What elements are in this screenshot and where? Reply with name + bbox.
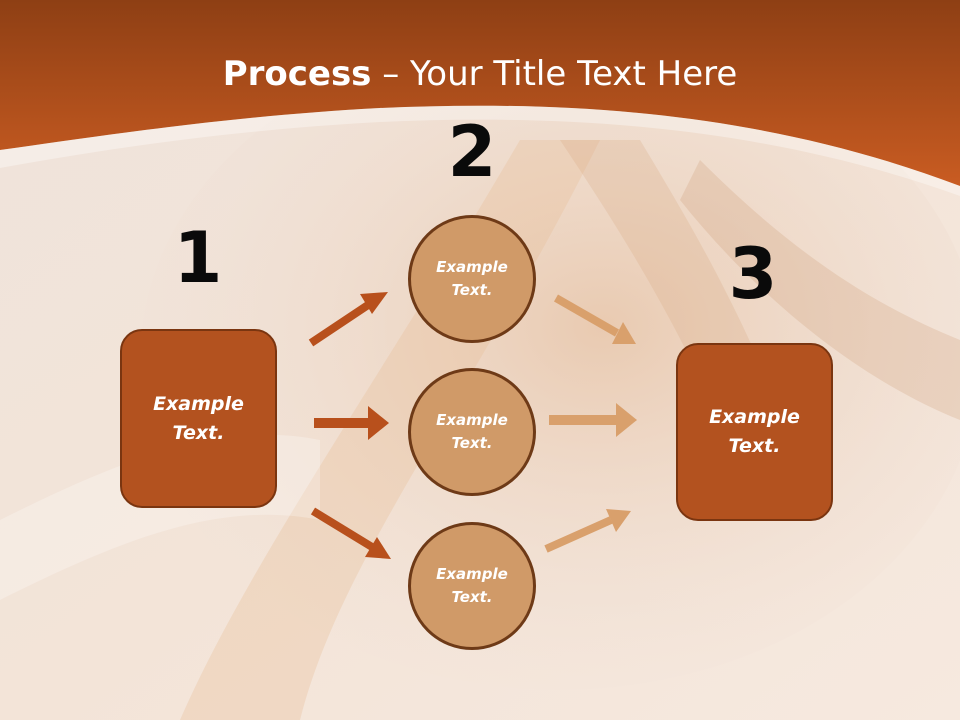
step-1-label: Example Text. (153, 392, 244, 444)
arrow-2-to-3-middle (549, 403, 637, 437)
step-number-2: 2 (447, 111, 497, 193)
step-number-3: 3 (728, 233, 778, 315)
step-1-box: Example Text. (120, 329, 277, 508)
step-2-circle-top: Example Text. (408, 215, 536, 343)
step-3-label: Example Text. (709, 406, 800, 457)
arrow-2-to-3-top (554, 294, 636, 344)
title-strong: Process (222, 54, 372, 94)
slide-title: Process – Your Title Text Here (0, 52, 960, 96)
step-3-box: Example Text. (676, 343, 833, 521)
step-2-circle-middle: Example Text. (408, 368, 536, 496)
arrow-1-to-2-top (308, 292, 388, 347)
arrow-1-to-2-middle (314, 406, 389, 440)
arrow-1-to-2-bottom (310, 507, 391, 559)
step-2-label-top: Example Text. (436, 258, 508, 299)
step-2-circle-bottom: Example Text. (408, 522, 536, 650)
step-2-label-middle: Example Text. (436, 411, 508, 452)
step-2-label-bottom: Example Text. (436, 565, 508, 606)
step-number-1: 1 (173, 217, 223, 299)
title-rest: – Your Title Text Here (371, 54, 738, 94)
arrow-2-to-3-bottom (544, 509, 631, 553)
